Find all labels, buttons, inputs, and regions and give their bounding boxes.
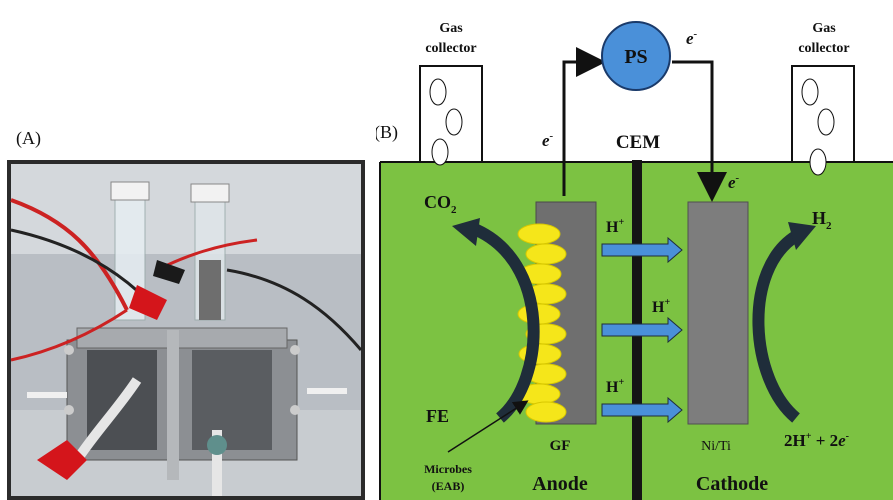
microbes-label: Microbes (424, 462, 472, 476)
bes-schematic: (B) Gas collector Gas collector PS e- e-… (376, 21, 893, 500)
panel-a-label: (A) (16, 128, 41, 148)
red-wire (10, 198, 129, 311)
right-tube-cap (190, 183, 230, 203)
gas-bubble (801, 78, 819, 106)
h2-label: H2 (812, 208, 832, 232)
left-tube-cap (110, 181, 150, 201)
proton-arrow (601, 316, 683, 344)
anode-electrode-label: GF (550, 438, 571, 454)
cathode-chamber (192, 350, 272, 450)
proton-arrow (601, 396, 683, 424)
electron-wire-down (672, 60, 727, 202)
black-wire (10, 228, 149, 302)
co2-label: CO2 (424, 192, 457, 216)
proton-arrow (601, 236, 683, 264)
gas-collector-left-label: collector (425, 41, 476, 56)
anode-reaction-arrowhead (452, 218, 480, 246)
power-supply-label: PS (624, 46, 647, 68)
electron-wire-up (562, 47, 606, 196)
bolt (64, 405, 74, 415)
gas-collector-right (791, 65, 855, 163)
cathode-reaction-label: 2H+ + 2e- (784, 431, 849, 450)
inlet-tubing (72, 377, 142, 463)
reactor-photo (7, 160, 365, 500)
red-clip (129, 285, 167, 320)
probe (307, 388, 347, 394)
red-valve (37, 440, 87, 480)
tube-fitting (207, 435, 227, 455)
microbe (517, 223, 561, 245)
reactor-clamp (167, 330, 179, 480)
panel-b-label: (B) (376, 122, 398, 143)
cathode-title: Cathode (696, 473, 768, 495)
fe-label: FE (426, 406, 449, 426)
electron-label-cathode: e- (728, 172, 740, 192)
proton-label: H+ (606, 377, 624, 396)
gas-collector-left (419, 65, 483, 163)
black-wire (226, 268, 363, 351)
microbes-pointer (447, 400, 529, 453)
bolt (290, 345, 300, 355)
proton-label: H+ (606, 217, 624, 236)
gas-collector-right-label: Gas (812, 21, 836, 36)
probe (27, 392, 67, 398)
red-wire (10, 308, 128, 362)
proton-arrows (601, 236, 683, 424)
power-supply (601, 21, 671, 91)
gas-bubble (809, 148, 827, 176)
gas-bubble (817, 108, 835, 136)
photo-wall (11, 164, 361, 254)
bolt (290, 405, 300, 415)
proton-label: H+ (652, 297, 670, 316)
cathode-reaction-arrow (752, 230, 801, 423)
microbe (525, 401, 567, 423)
microbe (525, 243, 567, 265)
cathode-electrode (687, 201, 749, 425)
cathode-reaction-arrowhead (788, 222, 816, 250)
gas-bubble (431, 138, 449, 166)
black-clip (153, 260, 185, 284)
gas-bubble (429, 78, 447, 106)
reactor-top-plate (76, 327, 288, 349)
cem-label: CEM (616, 132, 660, 153)
electron-label-anode: e- (542, 130, 554, 150)
anode-title: Anode (532, 473, 588, 495)
cathode-electrode-label: Ni/Ti (701, 439, 731, 454)
bolt (64, 345, 74, 355)
gas-collector-right-label: collector (798, 41, 849, 56)
electrode-rod (199, 260, 221, 320)
electron-label-top: e- (686, 28, 698, 48)
anode-reaction-arrow (469, 222, 540, 423)
microbes-label: (EAB) (432, 479, 465, 493)
gas-collector-left-label: Gas (439, 21, 463, 36)
gas-bubble (445, 108, 463, 136)
